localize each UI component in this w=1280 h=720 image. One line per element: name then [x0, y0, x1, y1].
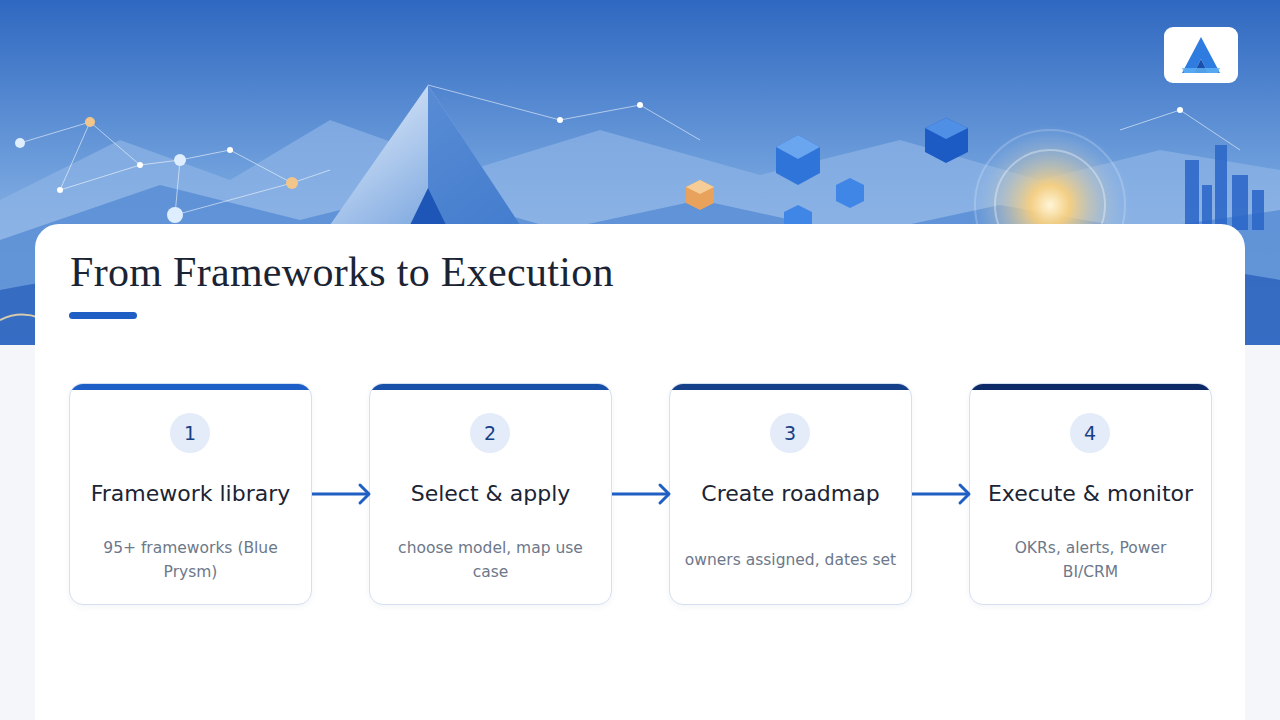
step-number-circle: 1: [170, 413, 210, 453]
step-heading: Select & apply: [370, 481, 611, 506]
card-top-bar: [370, 384, 611, 390]
slide-title: From Frameworks to Execution: [70, 248, 614, 296]
flow-arrow: [312, 485, 369, 503]
body-area: 95+ frameworks (Blue Prysm): [70, 524, 311, 596]
step-card: Framework library 95+ frameworks (Blue Pr…: [69, 383, 312, 605]
step-number: 1: [184, 422, 196, 444]
body-area: choose model, map use case: [370, 524, 611, 596]
body-area: OKRs, alerts, Power BI/CRM: [970, 524, 1211, 596]
step-description: 95+ frameworks (Blue Prysm): [101, 536, 281, 584]
step-description: OKRs, alerts, Power BI/CRM: [1001, 536, 1181, 584]
arrow-head: [960, 485, 969, 503]
title-underline: [69, 312, 137, 319]
step-heading: Framework library: [70, 481, 311, 506]
flow-arrow: [912, 485, 969, 503]
card-top-bar: [670, 384, 911, 390]
step-number: 3: [784, 422, 796, 444]
step-card: Execute & monitorOKRs, alerts, Power BI/…: [969, 383, 1212, 605]
flow-arrow: [612, 485, 669, 503]
step-description: choose model, map use case: [396, 536, 586, 584]
card-top-bar: [970, 384, 1211, 390]
step-number: 4: [1084, 422, 1096, 444]
step-card: Create roadmap owners assigned, dates set…: [669, 383, 912, 605]
step-description: owners assigned, dates set: [685, 548, 896, 572]
card-top-bar: [70, 384, 311, 390]
arrow-line: [312, 493, 369, 496]
step-number-circle: 4: [1070, 413, 1110, 453]
arrow-head: [660, 485, 669, 503]
step-number: 2: [484, 422, 496, 444]
step-number-circle: 3: [770, 413, 810, 453]
arrow-head: [360, 485, 369, 503]
step-card: Select & apply choose model, map use case…: [369, 383, 612, 605]
step-number-circle: 2: [470, 413, 510, 453]
arrow-line: [912, 493, 969, 496]
step-heading: Execute & monitor: [970, 481, 1211, 506]
arrow-line: [612, 493, 669, 496]
step-heading: Create roadmap: [670, 481, 911, 506]
body-area: owners assigned, dates set: [670, 524, 911, 596]
